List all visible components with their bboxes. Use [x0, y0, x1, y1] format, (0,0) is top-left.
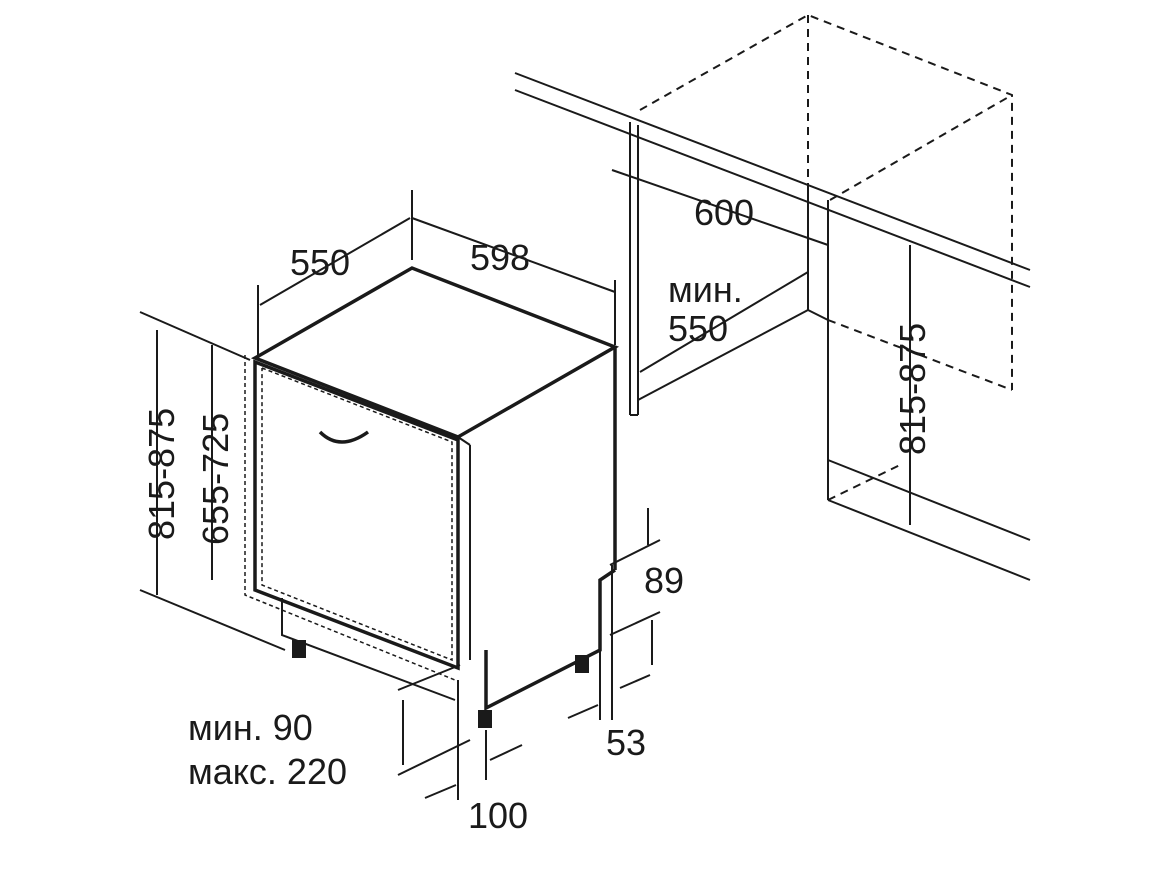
plinth-recess-top-label: 89 [644, 560, 684, 601]
foot-icon [478, 710, 492, 728]
dishwasher [244, 266, 620, 728]
width-label: 598 [470, 237, 530, 278]
door-height-label: 655-725 [195, 413, 236, 545]
niche-width-label: 600 [694, 192, 754, 233]
plinth-min-label: мин. 90 [188, 707, 313, 748]
niche-height-label: 815-875 [892, 323, 933, 455]
foot-offset-label: 100 [468, 795, 528, 836]
plinth-max-label: макс. 220 [188, 751, 347, 792]
foot-icon [575, 655, 589, 673]
kitchen-niche [514, 13, 1031, 581]
height-label: 815-875 [141, 408, 182, 540]
niche-depth-min-label: мин. [668, 269, 743, 310]
depth-label: 550 [290, 242, 350, 283]
dimension-lines [139, 169, 911, 800]
door-handle-icon [318, 430, 370, 444]
foot-icon [292, 640, 306, 658]
niche-depth-label: 550 [668, 308, 728, 349]
plinth-recess-bottom-label: 53 [606, 722, 646, 763]
